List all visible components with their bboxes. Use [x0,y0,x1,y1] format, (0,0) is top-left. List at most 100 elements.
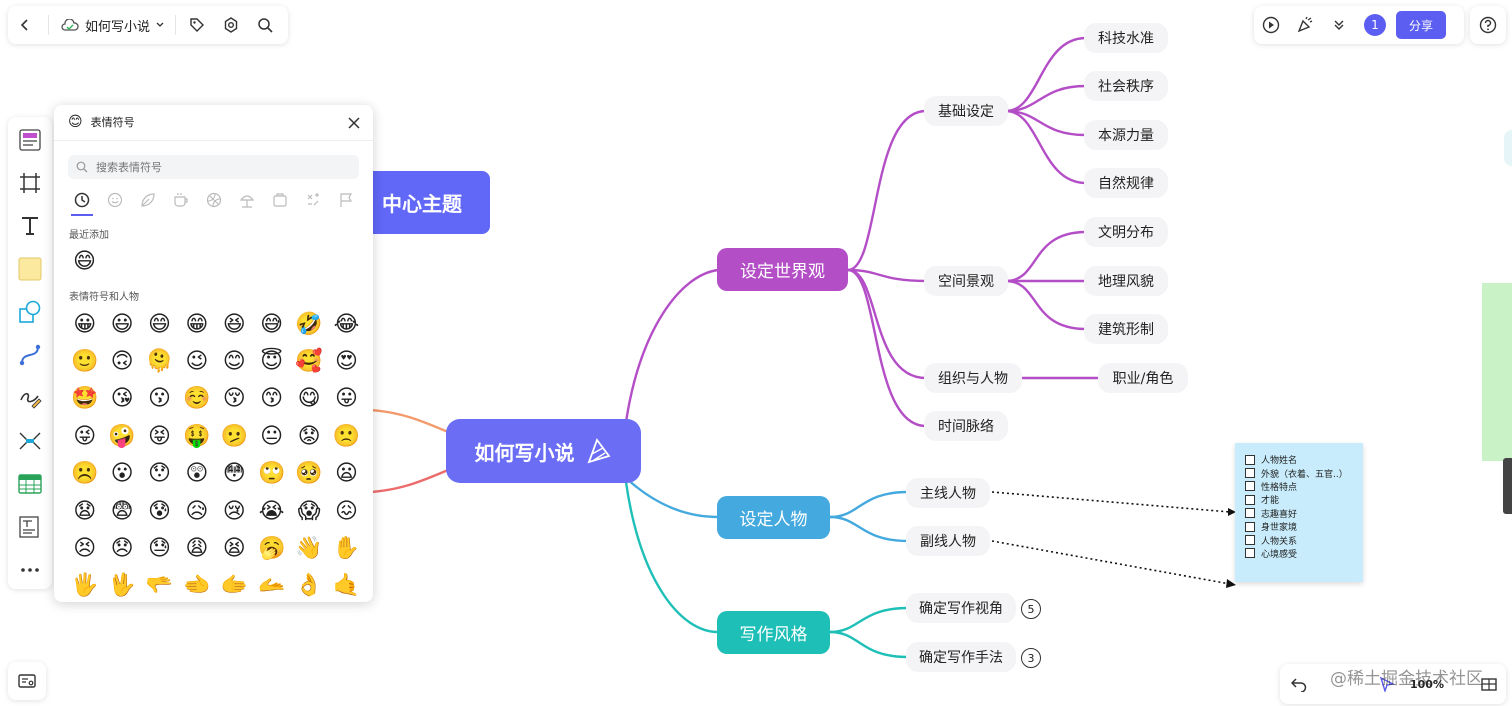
emoji-item[interactable]: 😓 [148,536,171,562]
emoji-item[interactable]: 🫤 [220,423,248,449]
node-timeline[interactable]: 时间脉络 [924,411,1008,441]
offscreen-dark-element[interactable] [1503,458,1512,514]
branch-people-node[interactable]: 设定人物 [717,496,830,539]
emoji-item[interactable]: 🥰 [295,349,323,375]
tag-button[interactable] [180,8,214,42]
checklist-item[interactable]: 性格特点 [1245,480,1363,493]
emoji-item[interactable]: 😂 [333,311,360,337]
node-main-characters[interactable]: 主线人物 [906,478,990,508]
category-smileys[interactable] [102,187,128,213]
emoji-item[interactable]: 😖 [334,498,358,524]
undo-button[interactable] [1282,667,1316,701]
emoji-item[interactable]: 🥱 [257,536,286,562]
emoji-item[interactable]: 😮 [110,461,134,487]
category-symbols[interactable] [300,187,326,213]
tool-frame[interactable] [13,166,47,200]
minimap-button[interactable] [8,662,46,700]
emoji-item[interactable]: 😟 [297,423,321,449]
node-basic-settings[interactable]: 基础设定 [924,96,1008,126]
emoji-item[interactable]: 😰 [148,498,171,524]
emoji-item[interactable]: 😯 [148,461,171,487]
emoji-item[interactable]: 😜 [73,423,97,449]
emoji-item[interactable]: 🫲 [183,573,211,599]
node-natural-law[interactable]: 自然规律 [1084,168,1168,198]
emoji-item[interactable]: 😆 [222,311,246,337]
emoji-item[interactable]: ☺️ [183,386,211,412]
celebrate-button[interactable] [1288,8,1322,42]
checkbox[interactable] [1245,508,1255,519]
node-space-landscape[interactable]: 空间景观 [924,266,1008,296]
emoji-item[interactable]: 🤪 [108,423,136,449]
category-nature[interactable] [135,187,161,213]
node-tech-level[interactable]: 科技水准 [1084,23,1168,53]
category-food[interactable] [168,187,194,213]
tool-frame-template[interactable] [13,123,47,157]
emoji-item[interactable]: 😧 [73,498,97,524]
emoji-item[interactable]: 🥺 [295,461,323,487]
emoji-item[interactable]: 😞 [110,536,134,562]
close-button[interactable] [346,115,362,131]
emoji-item[interactable]: 😇 [260,349,284,375]
tool-text[interactable] [13,209,47,243]
category-activity[interactable] [201,187,227,213]
node-org-people[interactable]: 组织与人物 [924,363,1022,393]
emoji-item[interactable]: 🖖 [108,573,136,599]
more-dropdown-button[interactable] [1322,8,1356,42]
tool-connector[interactable] [13,338,47,372]
category-flags[interactable] [333,187,359,213]
checkbox[interactable] [1245,521,1255,532]
emoji-item[interactable]: 😀 [73,311,97,337]
node-side-characters[interactable]: 副线人物 [906,526,990,556]
collaborator-count-avatar[interactable]: 1 [1364,14,1386,36]
checkbox[interactable] [1245,535,1255,546]
emoji-item[interactable]: 😦 [334,461,358,487]
emoji-item[interactable]: 🫳 [145,573,174,599]
emoji-search-input[interactable] [94,159,338,175]
emoji-search-box[interactable] [68,155,359,179]
comment-count-badge[interactable]: 5 [1021,599,1041,619]
category-objects[interactable] [267,187,293,213]
category-travel[interactable] [234,187,260,213]
share-button[interactable]: 分享 [1396,11,1446,39]
emoji-item[interactable]: ✋ [332,536,361,562]
back-button[interactable] [8,8,42,42]
tool-shape[interactable] [13,295,47,329]
checklist-item[interactable]: 身世家境 [1245,520,1363,533]
emoji-item[interactable]: 🤙 [332,573,361,599]
emoji-item[interactable]: 👌 [295,573,323,599]
emoji-item[interactable]: 😋 [297,386,321,412]
emoji-item[interactable]: 😊 [222,349,246,375]
checklist-item[interactable]: 才能 [1245,493,1363,506]
category-recent[interactable] [69,187,95,213]
emoji-item[interactable]: 🤑 [183,423,211,449]
emoji-item[interactable]: 🤣 [295,311,323,337]
checklist-item[interactable]: 外貌（衣着、五官..） [1245,466,1363,480]
emoji-item[interactable]: 😗 [148,386,171,412]
recent-emoji[interactable]: 😄 [73,249,96,274]
tool-sticky-note[interactable] [13,252,47,286]
emoji-item[interactable]: 🫠 [145,349,174,375]
emoji-item[interactable]: 😁 [185,311,209,337]
tool-table[interactable] [13,467,47,501]
node-occupation-role[interactable]: 职业/角色 [1098,363,1188,393]
checkbox[interactable] [1245,454,1255,465]
emoji-item[interactable]: 😱 [297,498,321,524]
emoji-item[interactable]: 😲 [185,461,209,487]
node-source-power[interactable]: 本源力量 [1084,120,1168,150]
node-perspective[interactable]: 确定写作视角 [906,593,1016,623]
zoom-level[interactable]: 100% [1410,677,1444,691]
node-civilization[interactable]: 文明分布 [1084,217,1168,247]
offscreen-green-sticky[interactable] [1482,283,1512,461]
emoji-item[interactable]: 😛 [334,386,358,412]
emoji-item[interactable]: 😥 [185,498,209,524]
emoji-item[interactable]: 🙁 [332,423,361,449]
emoji-item[interactable]: 👋 [295,536,323,562]
help-button[interactable] [1470,6,1506,44]
emoji-item[interactable]: 😳 [222,461,246,487]
present-button[interactable] [1254,8,1288,42]
node-technique[interactable]: 确定写作手法 [906,642,1016,672]
emoji-item[interactable]: 😢 [222,498,246,524]
emoji-item[interactable]: 😩 [185,536,209,562]
select-tool-button[interactable] [1370,667,1404,701]
sticky-note-checklist[interactable]: 人物姓名 外貌（衣着、五官..） 性格特点 才能 志趣喜好 身世家境 人物关系 … [1235,443,1363,582]
